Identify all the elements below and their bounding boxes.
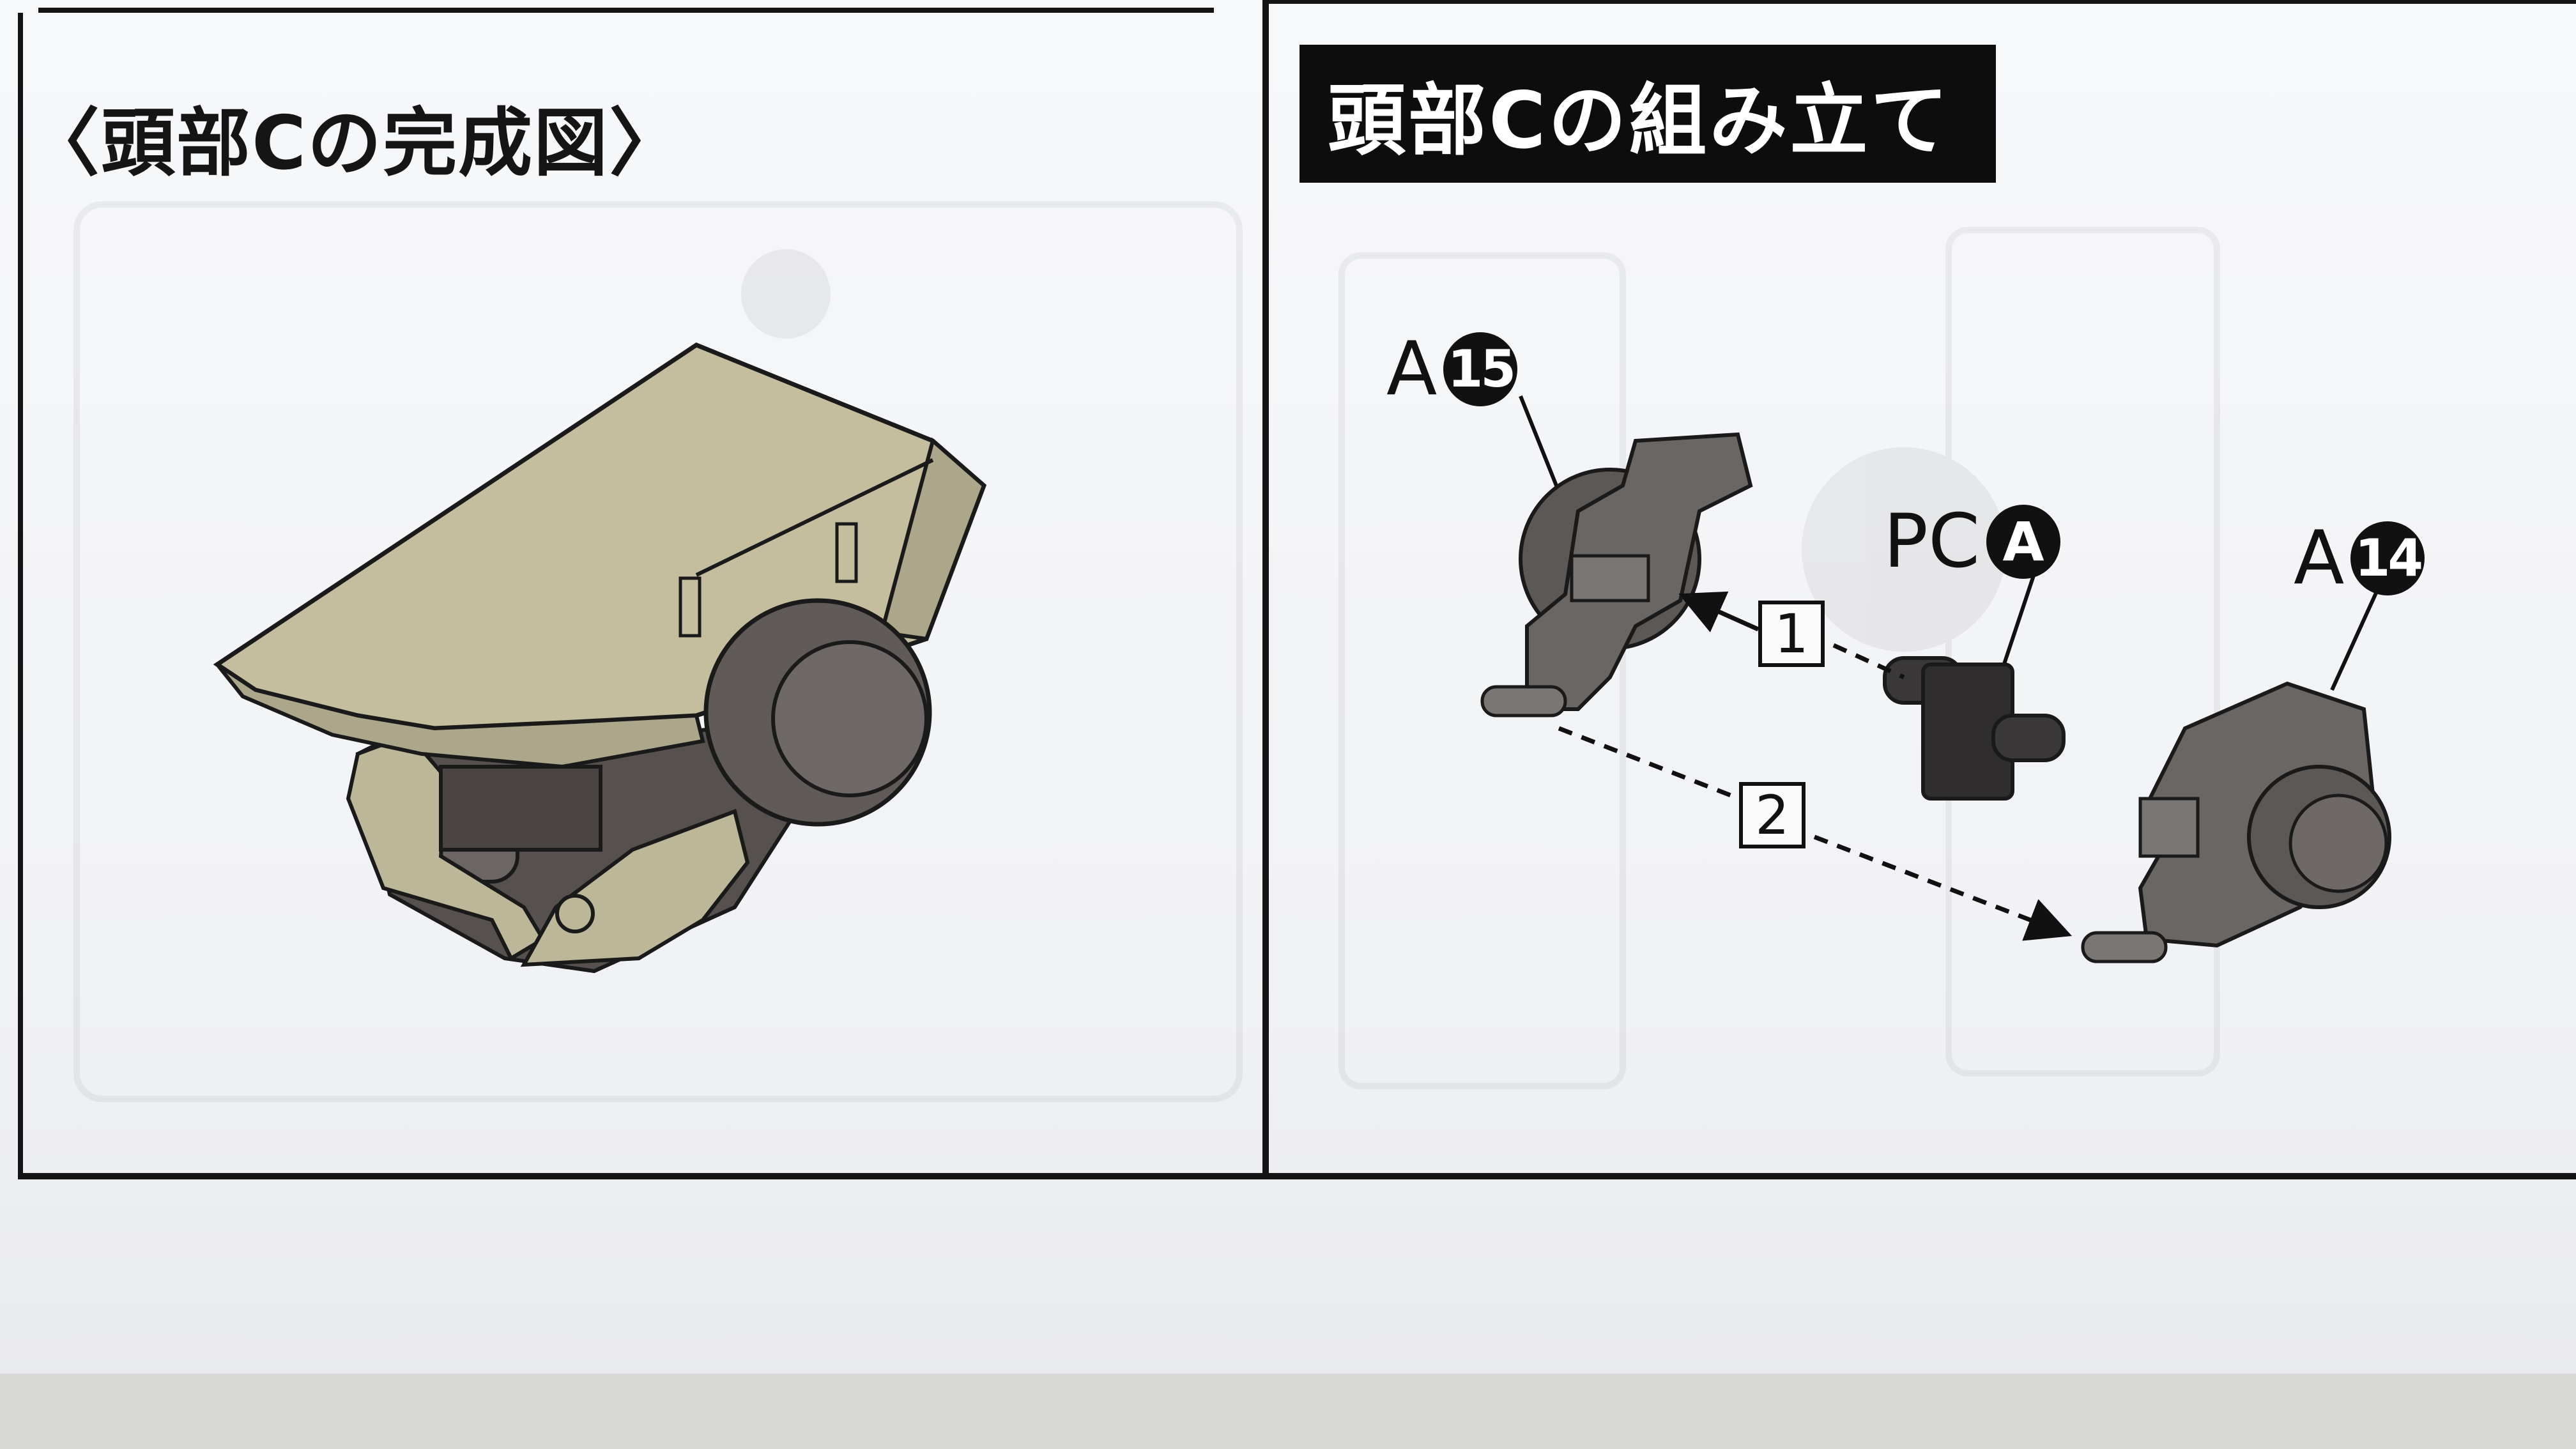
part-a14-shape xyxy=(2081,681,2391,963)
part-callout-a15: A 15 xyxy=(1386,326,1518,412)
part-callout-a14: A 14 xyxy=(2294,515,2425,601)
part-number-badge: 15 xyxy=(1443,332,1518,406)
table-surface xyxy=(0,1374,2576,1449)
part-pc-a-shape xyxy=(1883,656,2066,801)
part-letter: A xyxy=(1386,326,1438,412)
panel-divider xyxy=(1262,0,1269,1179)
panel-border-bottom xyxy=(18,1173,2576,1179)
completed-view-heading: 〈頭部Cの完成図〉 xyxy=(26,100,685,187)
panel-border-top-left xyxy=(38,8,1214,13)
part-number-badge: 14 xyxy=(2350,521,2425,595)
part-a15-shape xyxy=(1480,432,1753,717)
assembly-heading-box: 頭部Cの組み立て xyxy=(1300,45,1996,183)
assembly-heading: 頭部Cの組み立て xyxy=(1328,75,1951,166)
part-callout-pc-a: PC A xyxy=(1883,498,2060,585)
part-number-badge: A xyxy=(1986,504,2060,579)
step-marker-1: 1 xyxy=(1758,601,1825,667)
part-letter: PC xyxy=(1883,498,1980,585)
panel-border-top-right xyxy=(1262,0,2576,4)
panel-border-left xyxy=(18,13,23,1179)
part-letter: A xyxy=(2294,515,2345,601)
step-marker-2: 2 xyxy=(1739,782,1805,848)
